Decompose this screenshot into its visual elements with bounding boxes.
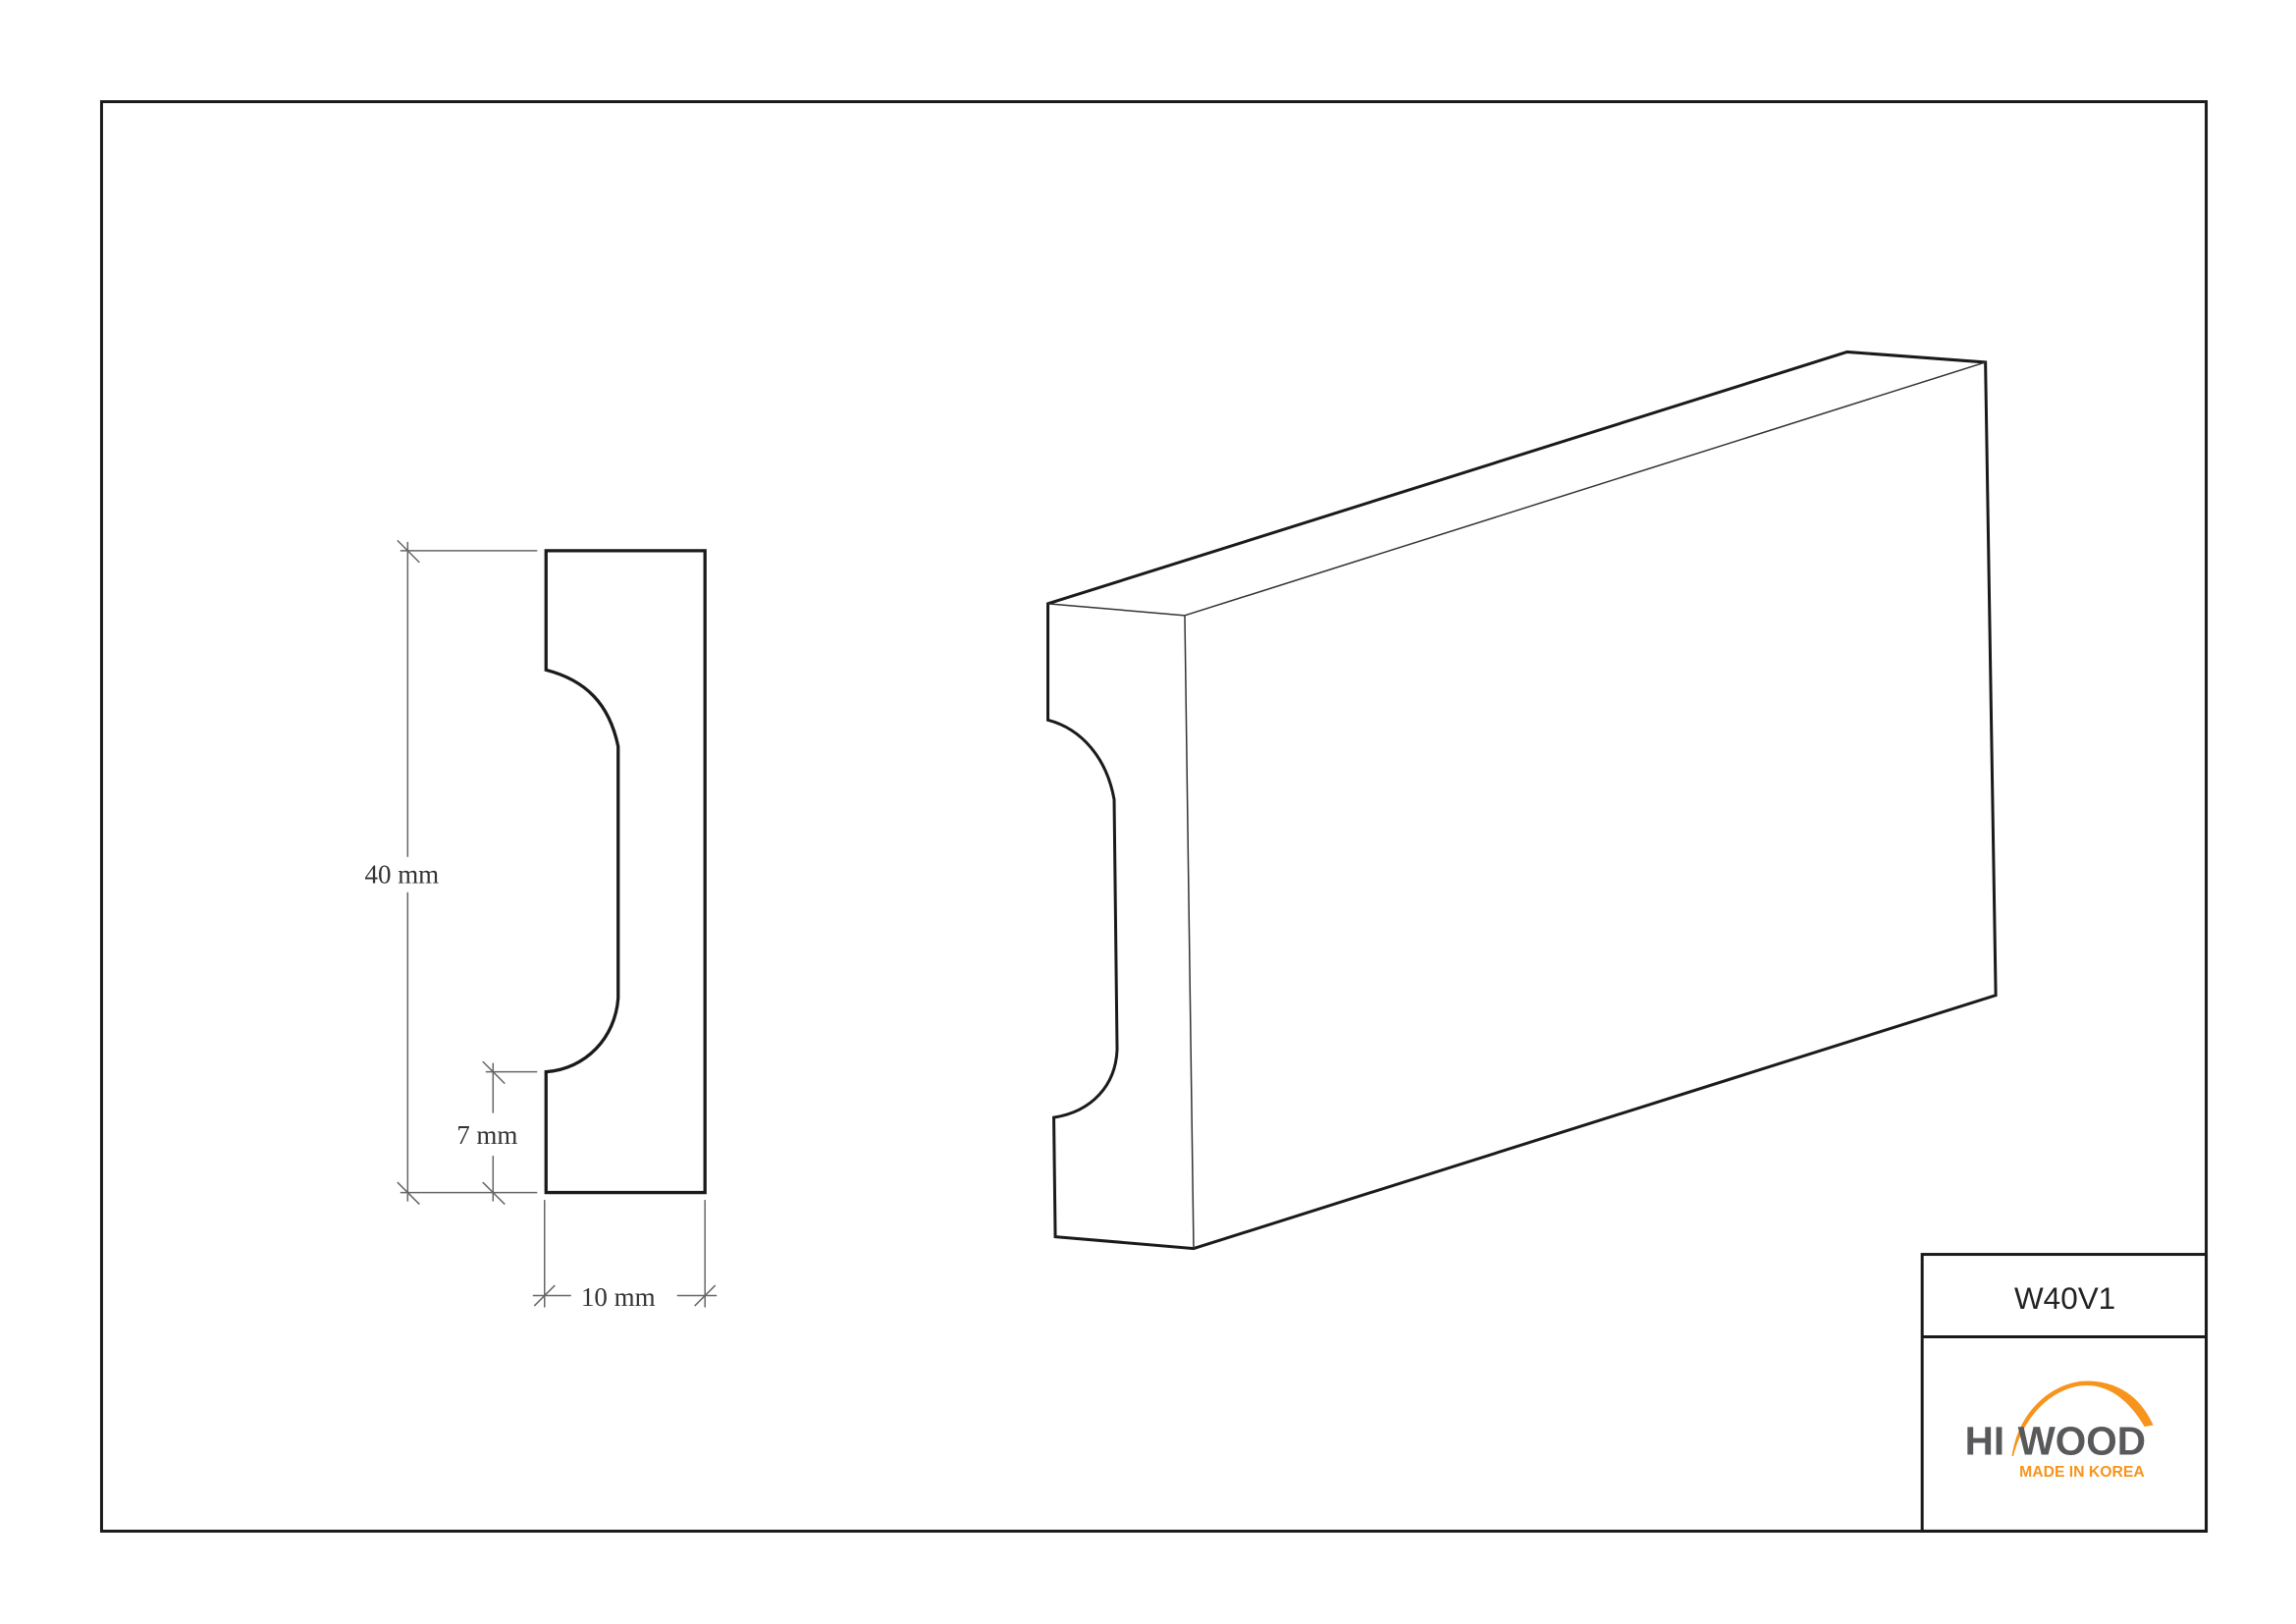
drawing-frame — [99, 100, 2209, 1533]
profile-section — [544, 549, 707, 1195]
isometric-moulding — [1046, 350, 1998, 1251]
logo-brand-right: WOOD — [2018, 1418, 2146, 1463]
hiwood-logo: HI WOOD MADE IN KOREA — [1965, 1380, 2154, 1481]
offset-dimension-label: 7 mm — [456, 1120, 517, 1150]
logo-arc — [2011, 1380, 2154, 1456]
dimension-lines — [397, 539, 718, 1308]
isometric-edges — [1047, 361, 1986, 1249]
title-block — [1920, 1253, 2209, 1533]
logo-brand-left: HI — [1965, 1418, 2004, 1463]
model-code: W40V1 — [2014, 1281, 2115, 1316]
height-dimension-label: 40 mm — [364, 860, 439, 890]
logo-tagline: MADE IN KOREA — [2019, 1464, 2145, 1481]
width-dimension-label: 10 mm — [581, 1282, 656, 1312]
